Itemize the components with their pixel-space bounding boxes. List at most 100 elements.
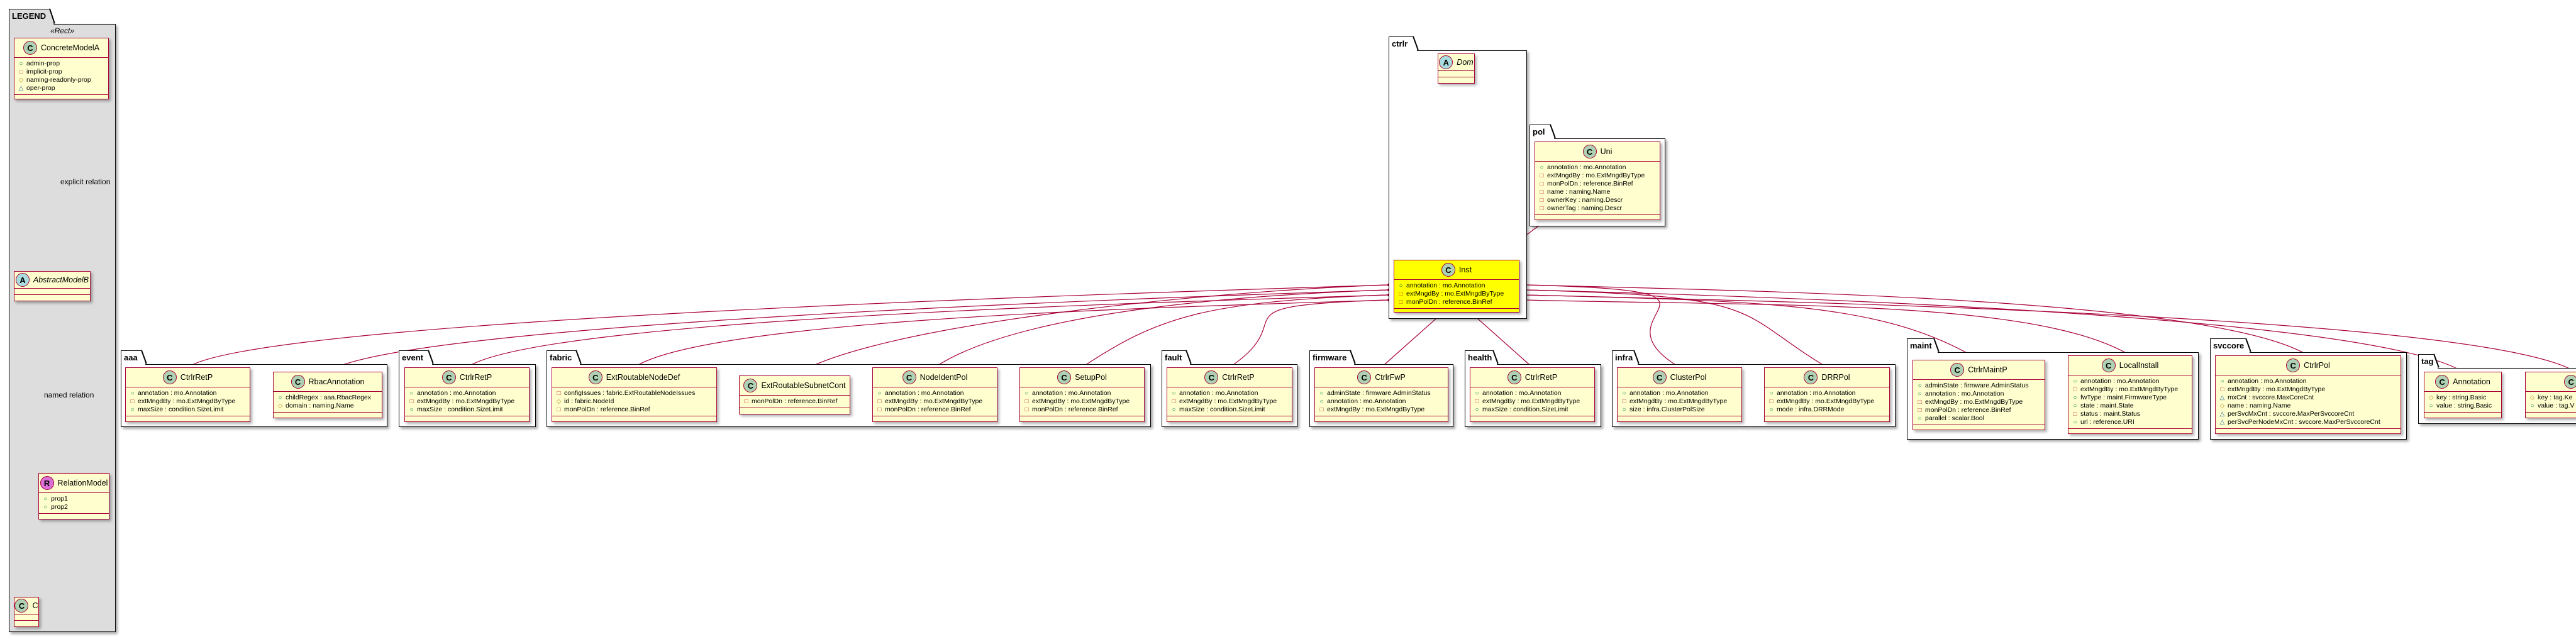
package-name: ctrlr [1389,36,1418,51]
class-fields: ○annotation : mo.Annotation□extMngdBy : … [1394,280,1519,309]
protected-visibility-icon: ◇ [2529,394,2535,401]
field-text: prop1 [51,495,68,503]
class-fields: ○annotation : mo.Annotation□extMngdBy : … [1618,387,1741,416]
class-methods [1618,416,1741,422]
field-text: key : string.Basic [2436,394,2487,401]
class-methods [1535,215,1660,221]
class-field: □extMngdBy : mo.ExtMngdByType [1539,172,1656,180]
class-fields: ○annotation : mo.Annotation□extMngdBy : … [126,387,250,416]
field-text: annotation : mo.Annotation [1777,389,1856,397]
public-visibility-icon: ○ [1540,164,1544,171]
composition-line [1525,284,1680,368]
field-text: maxSize : condition.SizeLimit [138,406,224,413]
class-fields [14,614,38,621]
public-visibility-icon: ○ [1475,390,1479,397]
field-text: naming-readonly-prop [26,76,91,84]
package-visibility-icon: △ [2219,394,2225,401]
public-visibility-icon: ○ [1172,390,1176,397]
field-text: annotation : mo.Annotation [885,389,964,397]
field-text: annotation : mo.Annotation [2228,377,2307,385]
field-text: extMngdBy : mo.ExtMngdByType [2080,386,2179,393]
class-methods [274,413,382,418]
field-text: name : naming.Name [1547,188,1611,196]
class-icon: C [2101,358,2116,372]
public-visibility-icon: ○ [1918,415,1922,422]
class-methods [1470,416,1594,422]
class-field: ○annotation : mo.Annotation [1474,389,1591,397]
field-text: ownerKey : naming.Descr [1547,196,1623,204]
class-field: ○state : maint.State [2072,402,2188,410]
field-text: admin-prop [26,60,60,67]
class-field: □extMngdBy : mo.ExtMngdByType [1319,406,1444,414]
private-visibility-icon: □ [1319,406,1324,413]
package-name: firmware [1309,350,1355,365]
relation-label: explicit relation [60,177,111,186]
public-visibility-icon: ○ [2073,419,2077,426]
class-fields: ○annotation : mo.Annotation□extMngdBy : … [1470,387,1594,416]
package-visibility-icon: △ [2219,411,2225,418]
public-visibility-icon: ○ [2073,378,2077,385]
package-name: pol [1530,125,1555,139]
class-field: □extMngdBy : mo.ExtMngdByType [1474,397,1591,406]
class-field: ○prop1 [43,495,105,503]
class-icon: C [1441,263,1455,277]
class-methods [2216,429,2401,435]
class-name: ExtRoutableNodeDef [606,373,680,382]
class-field: ○adminState : firmware.AdminStatus [1917,382,2041,390]
class-header: CT [2526,372,2576,392]
class-field: ○annotation : mo.Annotation [1768,389,1885,397]
class-field: ○annotation : mo.Annotation [877,389,993,397]
field-text: annotation : mo.Annotation [1327,397,1406,405]
class-tag-t[interactable]: CT◇key : tag.Ke○value : tag.V [2525,372,2576,418]
package-name: fabric [547,350,580,365]
class-field: ○mode : infra.DRRMode [1768,406,1885,414]
class-fields: ○annotation : mo.Annotation□extMngdBy : … [873,387,997,416]
class-field: ○maxSize : condition.SizeLimit [1474,406,1591,414]
private-visibility-icon: □ [744,398,748,405]
field-text: prop2 [51,503,68,511]
class-icon: C [2435,375,2450,389]
class-name: ExtRoutableSubnetCont [761,381,846,390]
class-methods [1167,416,1292,422]
public-visibility-icon: ○ [43,496,48,503]
package-name: aaa [121,350,146,365]
field-text: parallel : scalar.Bool [1925,414,1984,422]
class-fields: ○annotation : mo.Annotation□extMngdBy : … [1167,387,1292,416]
public-visibility-icon: ○ [19,60,23,67]
class-field: △perSvcMxCnt : svccore.MaxPerSvccoreCnt [2219,410,2397,418]
public-visibility-icon: ○ [278,394,282,401]
private-visibility-icon: □ [2073,411,2077,418]
composition-line [1525,294,2576,372]
class-fields [14,289,90,295]
public-visibility-icon: ○ [130,406,135,413]
